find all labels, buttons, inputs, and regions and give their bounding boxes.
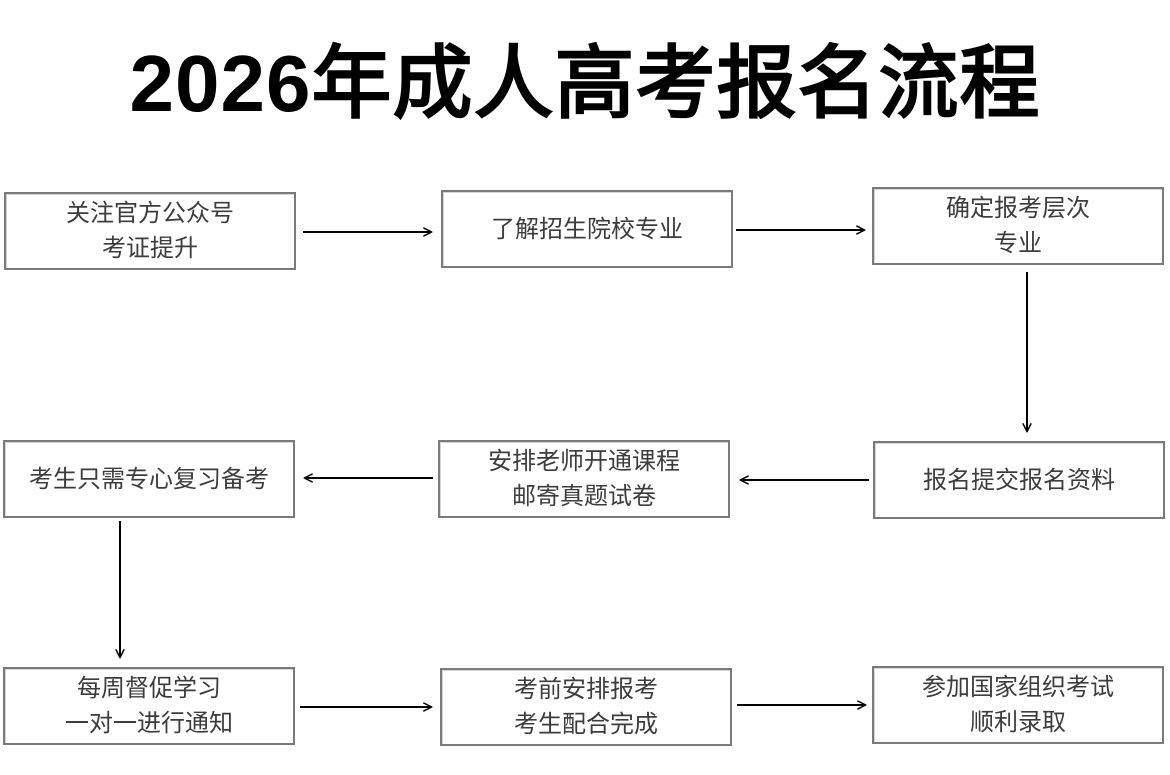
step-text-line: 顺利录取 (970, 709, 1066, 736)
step-text-line: 一对一进行通知 (65, 710, 233, 737)
step-open-courses-mail-papers: 安排老师开通课程 邮寄真题试卷 (438, 440, 730, 518)
step-text-line: 考证提升 (102, 235, 198, 262)
step-focus-on-review: 考生只需专心复习备考 (3, 440, 295, 518)
step-confirm-level-major: 确定报考层次 专业 (872, 187, 1164, 265)
step-text-line: 每周督促学习 (77, 675, 221, 702)
step-text-line: 考生配合完成 (514, 711, 658, 738)
step-text-line: 专业 (994, 230, 1042, 257)
step-learn-school-majors: 了解招生院校专业 (441, 190, 733, 268)
step-text-line: 参加国家组织考试 (922, 674, 1114, 701)
step-text-line: 报名提交报名资料 (923, 466, 1115, 494)
step-text-line: 考生只需专心复习备考 (29, 465, 269, 493)
step-submit-registration-materials: 报名提交报名资料 (873, 441, 1165, 519)
step-pre-exam-arrangement: 考前安排报考 考生配合完成 (440, 668, 732, 746)
step-text-line: 考前安排报考 (514, 676, 658, 703)
step-text-line: 关注官方公众号 (66, 200, 234, 227)
step-national-exam-admission: 参加国家组织考试 顺利录取 (872, 666, 1164, 744)
step-text-line: 安排老师开通课程 (488, 448, 680, 475)
step-text-line: 邮寄真题试卷 (512, 483, 656, 510)
step-text-line: 了解招生院校专业 (491, 215, 683, 243)
step-follow-official-account: 关注官方公众号 考证提升 (4, 192, 296, 270)
step-weekly-supervision-notify: 每周督促学习 一对一进行通知 (3, 667, 295, 745)
step-text-line: 确定报考层次 (946, 195, 1090, 222)
page-title: 2026年成人高考报名流程 (129, 39, 1041, 128)
